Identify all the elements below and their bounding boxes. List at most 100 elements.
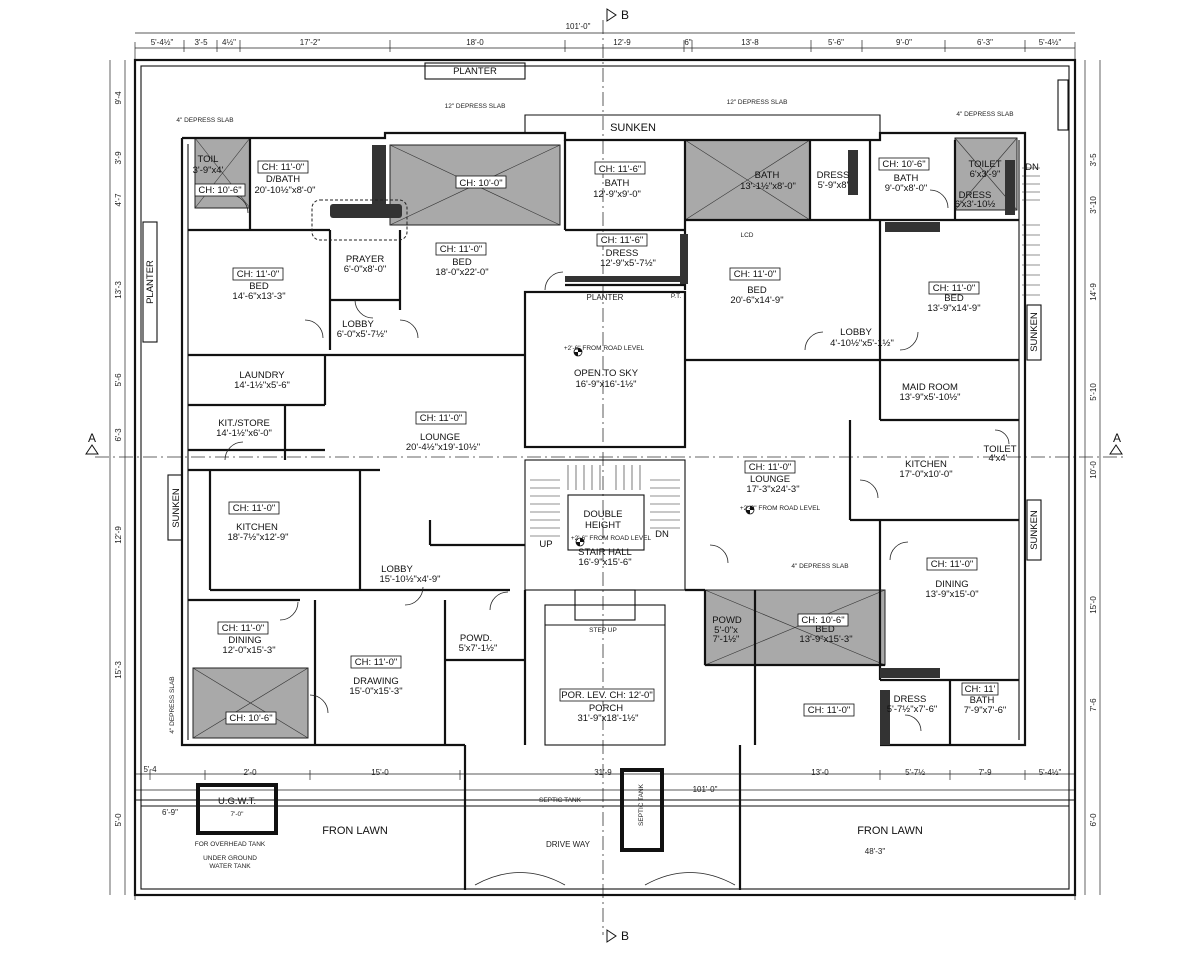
- section-b-top-label: B: [621, 8, 629, 22]
- dress-mid-ch: CH: 11'-6": [601, 235, 644, 246]
- depress-slab-3: 4" DEPRESS SLAB: [176, 117, 233, 124]
- underground-line1: UNDER GROUND: [203, 855, 257, 862]
- dim-left-1: 9'-4: [114, 91, 123, 105]
- lounge-right-level: +2'-0" FROM ROAD LEVEL: [740, 505, 821, 512]
- toilet-small-name: TOILET: [983, 444, 1016, 455]
- dress-bottom-name: DRESS: [894, 694, 927, 705]
- lounge-right-name: LOUNGE: [750, 474, 790, 485]
- dim-top-2: 3'-5: [194, 38, 208, 47]
- lounge-right-ch: CH: 11'-0": [749, 462, 792, 473]
- double-height-line2: HEIGHT: [585, 520, 621, 531]
- drawing-ch: CH: 11'-0": [355, 657, 398, 668]
- powd-left-name: POWD.: [460, 633, 492, 644]
- dim-top-overall: 101'-0": [566, 22, 591, 31]
- sunken-right-upper-label: SUNKEN: [1029, 312, 1040, 352]
- powd-right-size: 5'-0"x: [714, 625, 738, 636]
- porch-ch: POR. LEV. CH: 12'-0": [561, 690, 652, 701]
- lobby-mid-size: 15'-10½"x4'-9": [379, 574, 440, 585]
- dbath-name: D/BATH: [266, 174, 300, 185]
- dim-bottom-8: 5'-4½": [1039, 768, 1062, 777]
- lounge-left-name: LOUNGE: [420, 432, 460, 443]
- bath-mid-name: BATH: [605, 178, 630, 189]
- dim-left-5: 5'-6: [114, 373, 123, 387]
- lobby-left-size: 6'-0"x5'-7½": [337, 329, 388, 340]
- bed-left-size: 14'-6"x13'-3": [232, 291, 285, 302]
- stair-hall-size: 16'-9"x15'-6": [578, 557, 631, 568]
- depress-slab-5: 4" DEPRESS SLAB: [791, 563, 848, 570]
- plot-boundary: [133, 58, 1077, 897]
- dining-right-name: DINING: [935, 579, 968, 590]
- room-labels: TOIL 3'-9"x4' CH: 10'-6" CH: 11'-0" D/BA…: [193, 154, 1017, 725]
- bath-right-size: 9'-0"x8'-0": [885, 183, 928, 194]
- bath-mid-right-name: BATH: [755, 170, 780, 181]
- front-lawn-right-label: FRON LAWN: [857, 825, 923, 837]
- section-b-bottom-marker: [606, 929, 617, 943]
- dim-left-3: 4'-7: [114, 193, 123, 207]
- dim-right-8: 6'-0: [1089, 813, 1098, 827]
- prayer-size: 6'-0"x8'-0": [344, 264, 387, 275]
- pt-label: P.T.: [671, 293, 682, 300]
- ch-toil-left: CH: 10'-6": [198, 185, 241, 196]
- right-dimensions: 3'-5 3'-10 14'-9 5'-10 10'-0 15'-0 7'-6 …: [1089, 153, 1098, 827]
- laundry-name: LAUNDRY: [239, 370, 285, 381]
- section-a-left-label: A: [88, 431, 96, 445]
- kitchen-left-ch: CH: 11'-0": [233, 503, 276, 514]
- dim-top-7: 6": [684, 38, 691, 47]
- kitchen-left-size: 18'-7½"x12'-9": [227, 532, 288, 543]
- sunken-top-label: SUNKEN: [610, 122, 656, 134]
- dining-left-size: 12'-0"x15'-3": [222, 645, 275, 656]
- ugwt-label: U.G.W.T.: [218, 796, 256, 807]
- bath-bottom-ch: CH: 11': [965, 684, 996, 695]
- dim-right-3: 14'-9: [1089, 283, 1098, 301]
- bath-mid-ch: CH: 11'-6": [599, 164, 642, 175]
- bed-left-name: BED: [249, 281, 269, 292]
- dining-right-ch: CH: 11'-0": [931, 559, 974, 570]
- bed-left-ch: CH: 11'-0": [237, 269, 280, 280]
- bath-right-name: BATH: [894, 173, 919, 184]
- lobby-mid-name: LOBBY: [381, 564, 413, 575]
- dim-top-3: 4½": [222, 38, 236, 47]
- dim-left-6: 6'-3: [114, 428, 123, 442]
- front-lawn-left-label: FRON LAWN: [322, 825, 388, 837]
- dim-top-12: 5'-4½": [1039, 38, 1062, 47]
- dim-right-6: 15'-0: [1089, 596, 1098, 614]
- dim-top-8: 13'-8: [741, 38, 759, 47]
- dim-right-7: 7'-6: [1089, 698, 1098, 712]
- porch-slab: [544, 604, 666, 746]
- dim-top-11: 6'-3": [977, 38, 993, 47]
- bottom-dimensions: 5'-4 2'-0 15'-0 31'-9 13'-0 5'-7½ 7'-9 5…: [143, 765, 1061, 856]
- toil-left-size: 3'-9"x4': [193, 165, 224, 176]
- powd-left-size: 5'x7'-1½": [459, 643, 498, 654]
- dim-top-1: 5'-4½": [151, 38, 174, 47]
- planter-left-label: PLANTER: [145, 260, 156, 304]
- dress-mid-name: DRESS: [606, 248, 639, 259]
- powd-right-size2: 7'-1½": [713, 634, 740, 645]
- dim-bottom-3: 15'-0: [371, 768, 389, 777]
- dining-right-size: 13'-9"x15'-0": [925, 589, 978, 600]
- underground-line2: WATER TANK: [209, 863, 251, 870]
- bed-center-right-size: 20'-6"x14'-9": [730, 295, 783, 306]
- misc-labels: PLANTER PLANTER SUNKEN SUNKEN SUNKEN SUN…: [145, 66, 1040, 870]
- dress-right-name: DRESS: [959, 190, 992, 201]
- sunken-right-lower-label: SUNKEN: [1029, 510, 1040, 550]
- toil-left-name: TOIL: [198, 154, 219, 165]
- ch-bottom-left: CH: 10'-6": [229, 713, 272, 724]
- stair-hall-level: +2'-6" FROM ROAD LEVEL: [571, 535, 652, 542]
- toilet-right-name: TOILET: [968, 159, 1001, 170]
- site-features: [142, 62, 1069, 852]
- dim-bottom-lawn: 48'-3": [865, 847, 886, 856]
- dress-top-size: 5'-9"x8': [818, 180, 849, 191]
- maid-room-size: 13'-9"x5'-10½": [899, 392, 960, 403]
- drawing-name: DRAWING: [353, 676, 399, 687]
- lobby-right-size: 4'-10½"x5'-1½": [830, 338, 894, 349]
- dim-bottom-7: 7'-9: [978, 768, 992, 777]
- dbath-ch: CH: 11'-0": [262, 162, 305, 173]
- depress-slab-6: 4" DEPRESS SLAB: [169, 676, 176, 733]
- kit-store-name: KIT./STORE: [218, 418, 270, 429]
- ch-bottom-right: CH: 11'-0": [808, 705, 851, 716]
- sunken-left-label: SUNKEN: [171, 488, 182, 528]
- bath-mid-size: 12'-9"x9'-0": [593, 189, 641, 200]
- bed-bottom-right-ch: CH: 10'-6": [801, 615, 844, 626]
- toilet-right-size: 6'x3'-9": [970, 169, 1001, 180]
